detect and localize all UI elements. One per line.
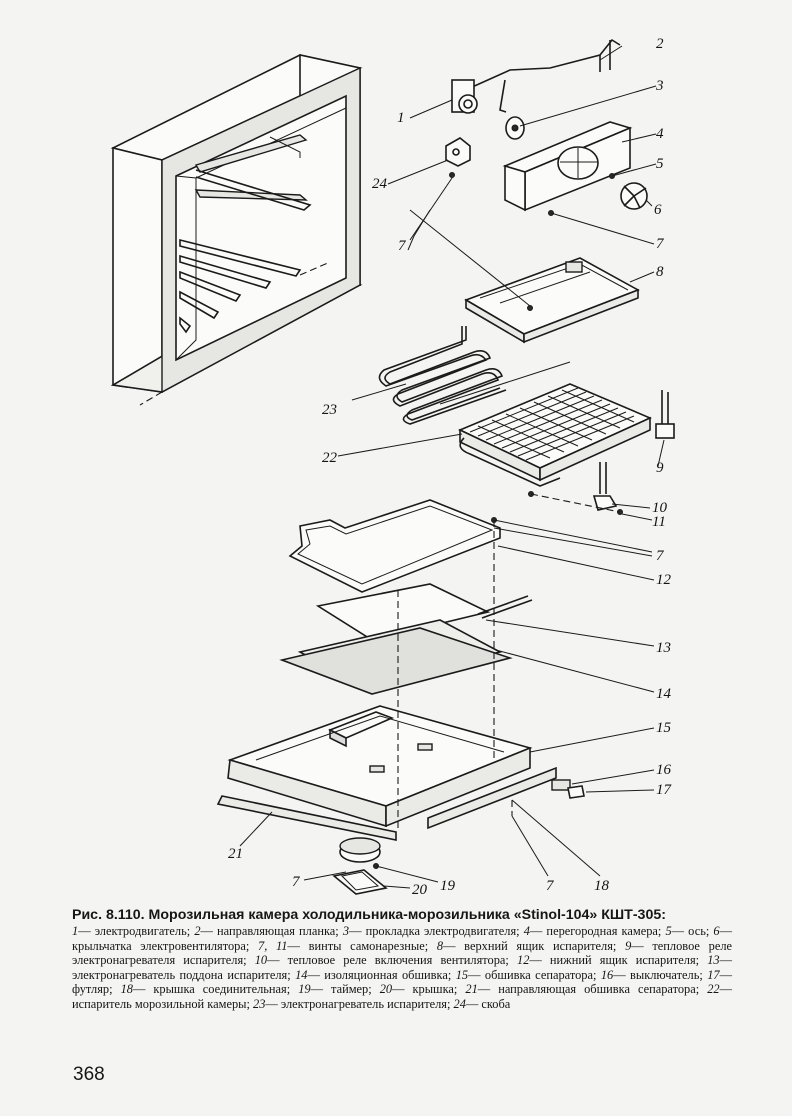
legend-item: 6— крыльчатка электровентилятора; <box>72 924 733 953</box>
legend-item: 7, 11— винты самонарезные; <box>258 938 437 953</box>
callout-2: 2 <box>656 36 664 52</box>
legend-item: 4— перегородная камера; <box>523 924 666 938</box>
upper-evaporator-box <box>409 177 640 344</box>
legend-item: 1— электродвигатель; <box>72 924 195 938</box>
legend-item: 23— электронагреватель испарителя; <box>253 996 454 1011</box>
callout-15: 15 <box>656 720 672 736</box>
callout-10: 10 <box>652 500 668 516</box>
exploded-view-drawing: 1 2 3 4 5 6 7 8 7 24 23 22 9 10 11 7 12 … <box>110 36 675 898</box>
callout-7-bottom-left: 7 <box>292 874 301 890</box>
callout-17: 17 <box>656 782 673 798</box>
legend-item: 21— направляющая обшивка сепаратора; <box>465 982 708 997</box>
figure-title: Рис. 8.110. Морозильная камера холодильн… <box>72 907 666 923</box>
callout-24: 24 <box>372 176 388 192</box>
callout-7-mid: 7 <box>656 548 665 564</box>
callout-1: 1 <box>397 110 405 126</box>
motor-fan-assembly <box>445 38 648 216</box>
callout-4: 4 <box>656 126 664 142</box>
callout-23: 23 <box>322 402 337 418</box>
callout-20: 20 <box>412 882 428 898</box>
legend-item: 5— ось; <box>665 924 714 938</box>
thermal-relays <box>530 390 675 515</box>
callout-6: 6 <box>654 202 662 218</box>
freezer-evaporator <box>337 361 652 497</box>
callout-7-bottom: 7 <box>546 878 555 894</box>
callout-22: 22 <box>322 450 338 466</box>
legend-item: 8— верхний ящик испарителя; <box>436 938 626 953</box>
evaporator-heater <box>351 326 507 425</box>
callout-7-top: 7 <box>656 236 665 252</box>
callout-labels: 1 2 3 4 5 6 7 8 7 24 23 22 9 10 11 7 12 … <box>228 36 673 898</box>
separator-cover <box>216 705 585 841</box>
heater-and-insulation <box>279 583 533 695</box>
legend-item: 13— электронагреватель поддона испарител… <box>72 953 732 982</box>
callout-19: 19 <box>440 878 456 894</box>
alignment-lines <box>397 520 513 830</box>
lower-evaporator-box <box>288 499 501 593</box>
legend-item: 9— тепловое реле электронагревателя испа… <box>72 938 733 968</box>
legend-item: 2— направляющая планка; <box>194 924 343 938</box>
legend-item: 3— прокладка электродвигателя; <box>342 924 524 938</box>
callout-14: 14 <box>656 686 672 702</box>
figure-caption: Рис. 8.110. Морозильная камера холодильн… <box>72 906 732 1012</box>
legend-item: 14— изоляционная обшивка; <box>295 967 456 982</box>
legend-item: 17— футляр; <box>72 967 733 997</box>
legend-item: 19— таймер; <box>298 982 380 997</box>
callout-9: 9 <box>656 460 664 476</box>
legend-item: 12— нижний ящик испарителя; <box>517 953 708 968</box>
legend-item: 24— скоба <box>453 996 511 1011</box>
legend-item: 22— испаритель морозильной камеры; <box>72 982 732 1011</box>
callout-16: 16 <box>656 762 672 778</box>
legend-item: 16— выключатель; <box>600 967 708 982</box>
callout-18: 18 <box>594 878 610 894</box>
callout-7-left: 7 <box>398 238 407 254</box>
timer-and-cover <box>332 837 388 895</box>
page-number: 368 <box>73 1064 105 1085</box>
freezer-cabinet <box>110 54 363 406</box>
legend-item: 18— крышка соединительная; <box>120 982 299 997</box>
callout-13: 13 <box>656 640 671 656</box>
legend-item: 15— обшивка сепаратора; <box>455 967 601 982</box>
callout-3: 3 <box>655 78 664 94</box>
callout-21: 21 <box>228 846 243 862</box>
callout-12: 12 <box>656 572 672 588</box>
callout-11: 11 <box>652 514 666 530</box>
callout-5: 5 <box>656 156 664 172</box>
leader-lines <box>239 45 665 889</box>
legend-item: 10— тепловое реле включения вентилятора; <box>254 953 517 968</box>
callout-8: 8 <box>656 264 664 280</box>
legend-item: 20— крышка; <box>379 982 466 997</box>
